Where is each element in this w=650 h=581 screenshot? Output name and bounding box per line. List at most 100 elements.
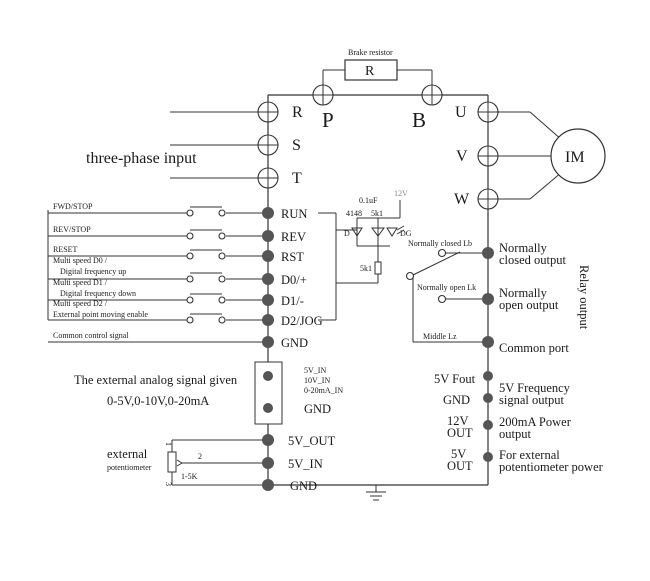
d0-label: D0/+	[281, 273, 307, 287]
terminal-t-label: T	[292, 170, 302, 187]
pot-range-label: 1-5K	[181, 472, 198, 481]
power-out-line1: 200mA Power	[499, 415, 572, 429]
ext-pot-power-line1: For external	[499, 448, 560, 462]
ms-d1-line1: Multi speed D1 /	[53, 278, 108, 287]
d2-label: D2/JOG	[281, 314, 323, 328]
motor-icon	[550, 128, 606, 184]
nc-lb-label: Normally closed Lb	[408, 239, 472, 248]
nc-out-line2: closed output	[499, 253, 567, 267]
relay-no-contact	[437, 294, 447, 304]
ms-d2-line1: Multi speed D2 /	[53, 299, 108, 308]
gnd-bottom-label: GND	[290, 479, 317, 493]
freq-out-line1: 5V Frequency	[499, 381, 571, 395]
reset-label: RESET	[53, 245, 78, 254]
terminal-t[interactable]	[257, 167, 279, 189]
analog-gnd-label: GND	[304, 402, 331, 416]
terminal-s-label: S	[292, 137, 301, 154]
in-5v-label: 5V_IN	[304, 366, 326, 375]
relay-output-label: Relay output	[577, 265, 591, 330]
diode-label: 4148	[346, 209, 362, 218]
analog-gnd-terminal[interactable]	[263, 403, 273, 413]
terminal-v-label: V	[456, 148, 468, 165]
opto-circuit	[318, 200, 405, 321]
terminal-u[interactable]	[477, 101, 499, 123]
res5k1-label: 5k1	[371, 209, 383, 218]
common-control-label: Common control signal	[53, 331, 129, 340]
pot-terminals[interactable]	[262, 434, 274, 491]
terminal-b-label: B	[412, 108, 426, 132]
in-20ma-label: 0-20mA_IN	[304, 386, 343, 395]
terminal-r[interactable]	[257, 101, 279, 123]
brake-resistor-r: R	[365, 64, 375, 79]
brake-resistor-label: Brake resistor	[348, 48, 393, 57]
rev-label: REV	[281, 230, 306, 244]
terminal-s[interactable]	[257, 134, 279, 156]
out-12v-line2: OUT	[447, 426, 473, 440]
v5-in-label: 5V_IN	[288, 457, 323, 471]
relay-wiring	[412, 251, 482, 343]
ms-d1-line2: Digital frequency down	[60, 289, 136, 298]
power-out-line2: output	[499, 427, 531, 441]
switch-contacts	[186, 209, 226, 324]
motor-wiring	[498, 111, 563, 200]
rst-label: RST	[281, 250, 304, 264]
ms-d0-line1: Multi speed D0 /	[53, 256, 108, 265]
terminal-w-label: W	[454, 191, 470, 208]
common-port-label: Common port	[499, 341, 569, 355]
terminal-r-label: R	[292, 104, 303, 121]
res5k1-b-label: 5k1	[360, 264, 372, 273]
external-label: external	[107, 447, 148, 461]
analog-range: 0-5V,0-10V,0-20mA	[107, 394, 209, 408]
relay-terminals[interactable]	[482, 247, 494, 348]
freq-out-line2: signal output	[499, 393, 564, 407]
v12-label: 12V	[394, 189, 408, 198]
motor-label: IM	[565, 149, 585, 166]
v5-out-label: 5V_OUT	[288, 434, 336, 448]
terminal-p[interactable]	[312, 84, 334, 106]
cap-label: 0.1uF	[359, 196, 378, 205]
out-5v-line1: 5V	[451, 447, 466, 461]
control-terminals[interactable]	[262, 207, 274, 348]
fwd-stop-label: FWD/STOP	[53, 202, 93, 211]
no-out-line2: open output	[499, 298, 559, 312]
ms-d0-line2: Digital frequency up	[60, 267, 126, 276]
pin1-label: 1	[164, 442, 173, 446]
terminal-u-label: U	[455, 104, 467, 121]
potentiometer-label: potentiometer	[107, 463, 152, 472]
rev-stop-label: REV/STOP	[53, 225, 91, 234]
gnd-label: GND	[281, 336, 308, 350]
terminal-b[interactable]	[421, 84, 443, 106]
ext-pot-power-line2: potentiometer power	[499, 460, 604, 474]
analog-title: The external analog signal given	[74, 373, 238, 387]
three-phase-input-label: three-phase input	[86, 150, 197, 167]
in-10v-label: 10V_IN	[304, 376, 330, 385]
pin2-label: 2	[198, 452, 202, 461]
d1-label: D1/-	[281, 294, 304, 308]
ground-icon	[366, 485, 386, 501]
no-lk-label: Normally open Lk	[417, 283, 476, 292]
ms-d2-line2: External point moving enable	[53, 310, 148, 319]
out-5v-line2: OUT	[447, 459, 473, 473]
pin3-label: 3	[164, 482, 173, 486]
input-lines	[170, 111, 258, 179]
run-label: RUN	[281, 207, 307, 221]
brake-resistor: Brake resistor R	[322, 48, 433, 90]
output-terminals[interactable]	[483, 371, 493, 462]
analog-in-terminal[interactable]	[263, 371, 273, 381]
out-12v-line1: 12V	[447, 414, 469, 428]
fout-label: 5V Fout	[434, 372, 476, 386]
relay-nc-contact	[437, 248, 447, 258]
terminal-p-label: P	[322, 108, 334, 132]
d-label: D	[344, 229, 350, 238]
relay-pivot	[405, 271, 415, 281]
pot-wiring	[167, 439, 262, 486]
dg-label: DG	[400, 229, 412, 238]
no-out-line1: Normally	[499, 286, 548, 300]
middle-lz-label: Middle Lz	[423, 332, 457, 341]
out-gnd-label: GND	[443, 393, 470, 407]
terminal-w[interactable]	[477, 188, 499, 210]
nc-out-line1: Normally	[499, 241, 548, 255]
terminal-v[interactable]	[477, 145, 499, 167]
control-wiring	[47, 206, 262, 343]
